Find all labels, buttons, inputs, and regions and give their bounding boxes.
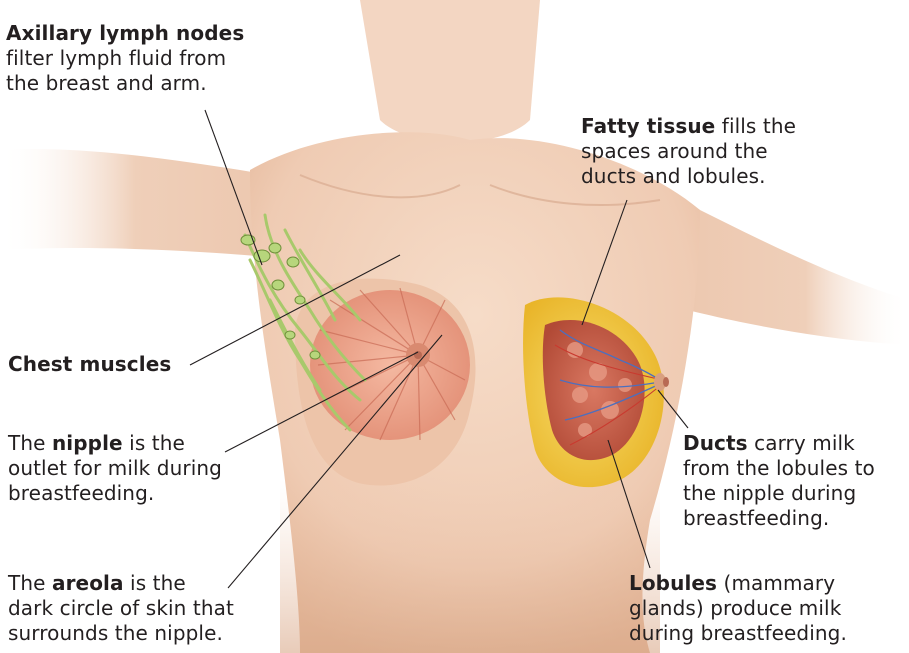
ducts-after: carry milk xyxy=(748,431,855,455)
term-nipple: nipple xyxy=(52,431,123,455)
areola-line-2: surrounds the nipple. xyxy=(8,621,223,645)
fatty-line-2: ducts and lobules. xyxy=(581,164,766,188)
label-ducts: Ducts carry milk from the lobules to the… xyxy=(683,431,875,531)
term-ducts: Ducts xyxy=(683,431,748,455)
axillary-line-1: filter lymph fluid from xyxy=(6,46,226,70)
fatty-line-1: spaces around the xyxy=(581,139,768,163)
term-areola: areola xyxy=(52,571,124,595)
neck xyxy=(360,0,540,143)
areola-after: is the xyxy=(124,571,186,595)
nipple-after: is the xyxy=(123,431,185,455)
label-axillary-lymph-nodes: Axillary lymph nodes filter lymph fluid … xyxy=(6,21,244,96)
ducts-line-1: from the lobules to xyxy=(683,456,875,480)
areola-line-1: dark circle of skin that xyxy=(8,596,234,620)
lobules-line-2: during breastfeeding. xyxy=(629,621,847,645)
areola-prefix: The xyxy=(8,571,52,595)
term-fatty-tissue: Fatty tissue xyxy=(581,114,715,138)
axillary-line-2: the breast and arm. xyxy=(6,71,207,95)
fatty-after: fills the xyxy=(715,114,796,138)
label-lobules: Lobules (mammary glands) produce milk du… xyxy=(629,571,847,646)
ducts-line-3: breastfeeding. xyxy=(683,506,829,530)
term-chest-muscles: Chest muscles xyxy=(8,352,171,376)
label-nipple: The nipple is the outlet for milk during… xyxy=(8,431,222,506)
lobules-after: (mammary xyxy=(717,571,835,595)
nipple-prefix: The xyxy=(8,431,52,455)
label-areola: The areola is the dark circle of skin th… xyxy=(8,571,234,646)
label-fatty-tissue: Fatty tissue fills the spaces around the… xyxy=(581,114,796,189)
lobules-line-1: glands) produce milk xyxy=(629,596,841,620)
label-chest-muscles: Chest muscles xyxy=(8,352,171,377)
left-breast xyxy=(295,279,476,486)
term-lobules: Lobules xyxy=(629,571,717,595)
nipple-line-2: breastfeeding. xyxy=(8,481,154,505)
torso-shade xyxy=(280,480,660,653)
nipple-line-1: outlet for milk during xyxy=(8,456,222,480)
ducts-line-2: the nipple during xyxy=(683,481,856,505)
term-axillary-lymph-nodes: Axillary lymph nodes xyxy=(6,21,244,45)
